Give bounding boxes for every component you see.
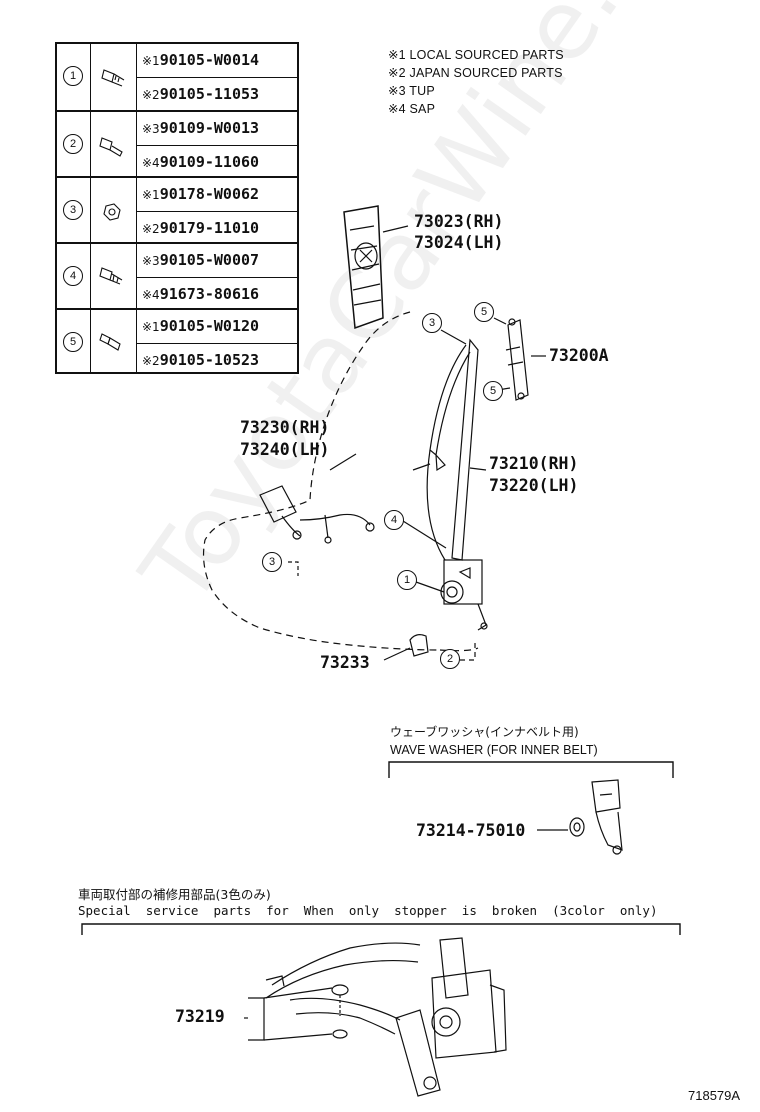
- legend-note: ※3 TUP: [388, 84, 435, 98]
- special-service-caption-en: Special service parts for When only stop…: [78, 903, 658, 918]
- callout-2: 2: [440, 649, 460, 669]
- callout-4: 4: [384, 510, 404, 530]
- part-label-73220: 73220(LH): [489, 476, 579, 495]
- nut-icon: [90, 178, 137, 242]
- item-number: 2: [63, 134, 83, 154]
- item-number: 1: [63, 66, 83, 86]
- table-row: 3 ※190178-W0062 ※290179-11010: [57, 176, 297, 242]
- table-row: 4 ※390105-W0007 ※491673-80616: [57, 242, 297, 308]
- part-label-73214: 73214-75010: [416, 821, 526, 840]
- wave-washer-drawing: [569, 779, 623, 855]
- callout-5: 5: [483, 381, 503, 401]
- stopper-assembly-drawing: [265, 937, 507, 1097]
- part-number: 90178-W0062: [159, 185, 260, 203]
- legend-note: ※2 JAPAN SOURCED PARTS: [388, 66, 563, 80]
- part-label-73240: 73240(LH): [240, 440, 330, 459]
- callout-3: 3: [262, 552, 282, 572]
- item-number: 5: [63, 332, 83, 352]
- callout-3: 3: [422, 313, 442, 333]
- legend-note: ※4 SAP: [388, 102, 436, 116]
- part-label-73230: 73230(RH): [240, 418, 330, 437]
- part-label-73024: 73024(LH): [414, 233, 504, 252]
- part-number: 90109-11060: [159, 153, 260, 171]
- table-row: 1 ※190105-W0014 ※290105-11053: [57, 44, 297, 110]
- bolt-icon: [90, 310, 137, 374]
- anchor-adjuster-drawing: [505, 318, 529, 401]
- part-number: 90105-W0120: [159, 317, 260, 335]
- part-number: 90109-W0013: [159, 119, 260, 137]
- part-number: 90105-10523: [159, 351, 260, 369]
- part-label-73200a: 73200A: [549, 346, 609, 365]
- part-label-73210: 73210(RH): [489, 454, 579, 473]
- pillar-garnish-drawing: [343, 205, 384, 330]
- part-number: 90179-11010: [159, 219, 260, 237]
- buckle-drawing: [259, 485, 375, 544]
- table-row: 5 ※190105-W0120 ※290105-10523: [57, 308, 297, 374]
- bolt-icon: [90, 112, 137, 176]
- part-number: 90105-W0007: [159, 251, 260, 269]
- special-service-caption-jp: 車両取付部の補修用部品(3色のみ): [78, 887, 271, 902]
- bolt-icon: [90, 44, 137, 110]
- fastener-table: 1 ※190105-W0014 ※290105-11053 2 ※390109-…: [55, 42, 299, 374]
- wave-washer-caption-en: WAVE WASHER (FOR INNER BELT): [390, 743, 598, 757]
- item-number: 4: [63, 266, 83, 286]
- wave-washer-caption-jp: ウェーブワッシャ(インナベルト用): [390, 725, 579, 739]
- part-label-73023: 73023(RH): [414, 212, 504, 231]
- item-number: 3: [63, 200, 83, 220]
- part-number: 90105-11053: [159, 85, 260, 103]
- callout-5: 5: [474, 302, 494, 322]
- bolt-icon: [90, 244, 137, 308]
- figure-id: 718579A: [688, 1088, 741, 1103]
- legend-note: ※1 LOCAL SOURCED PARTS: [388, 48, 564, 62]
- callout-1: 1: [397, 570, 417, 590]
- part-label-73219: 73219: [175, 1007, 225, 1026]
- part-label-73233: 73233: [320, 653, 370, 672]
- part-number: 91673-80616: [159, 285, 260, 303]
- retractor-belt-drawing: [426, 338, 488, 631]
- part-number: 90105-W0014: [159, 51, 260, 69]
- table-row: 2 ※390109-W0013 ※490109-11060: [57, 110, 297, 176]
